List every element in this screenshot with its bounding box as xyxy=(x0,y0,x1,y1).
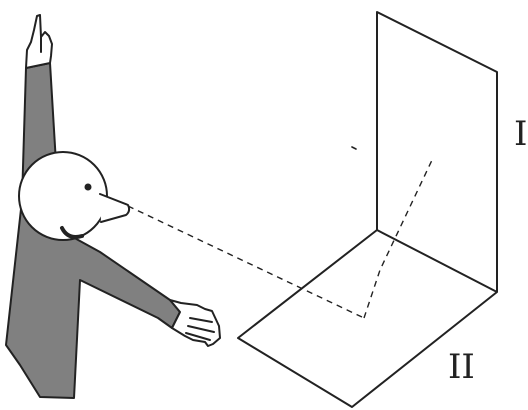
finger-line-1 xyxy=(189,317,213,323)
finger-line-3 xyxy=(185,332,211,341)
observer-body xyxy=(5,62,181,399)
projection-planes xyxy=(237,11,498,408)
nose xyxy=(99,193,131,223)
finger-line-2 xyxy=(187,325,215,333)
plane-2-label: II xyxy=(448,347,475,387)
plane-1 xyxy=(376,11,498,292)
mouth xyxy=(60,226,84,239)
observer-figure xyxy=(5,14,221,399)
raised-hand xyxy=(25,14,53,69)
outstretched-hand xyxy=(169,299,221,347)
point-mark xyxy=(351,146,357,150)
projection-lines xyxy=(127,157,434,319)
eye xyxy=(84,183,92,191)
plane-2 xyxy=(237,229,498,408)
projection-path xyxy=(363,157,434,319)
plane-1-label: I xyxy=(514,114,528,154)
